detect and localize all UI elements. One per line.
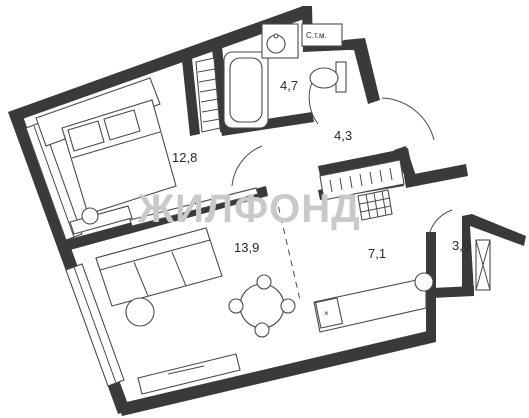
shelf-bedroom xyxy=(129,187,259,227)
wall-hall-entry xyxy=(404,164,468,188)
wardrobe-hall xyxy=(319,159,405,201)
wall-loggia xyxy=(462,214,526,294)
towel-rack xyxy=(195,57,221,133)
toilet xyxy=(309,67,339,89)
wall-top-slant xyxy=(8,6,307,122)
wall-loggia-bottom xyxy=(432,286,474,298)
stove xyxy=(314,297,344,329)
pillow-right xyxy=(103,109,141,141)
room-areas: 12,8 4,7 4,3 13,9 7,1 3,0 xyxy=(172,78,470,261)
wall-bottom xyxy=(118,330,436,416)
wall-kitchen-top xyxy=(318,148,410,176)
door-loggia xyxy=(427,209,453,241)
chair-bottom xyxy=(254,322,270,338)
door-entry xyxy=(381,97,435,141)
watermark: ЖИЛФОНД xyxy=(137,187,361,231)
pillow-left xyxy=(67,120,105,152)
hall-area: 4,3 xyxy=(334,128,352,143)
shoe-rack-grid xyxy=(359,190,392,219)
wall-bed-hall xyxy=(182,58,200,136)
bathroom-area: 4,7 xyxy=(280,78,298,93)
door-bathroom xyxy=(308,81,319,125)
desk-chair xyxy=(81,207,99,225)
bedroom-area: 12,8 xyxy=(172,150,197,165)
windows-left xyxy=(25,121,125,387)
zone-divider xyxy=(275,195,301,301)
wall-wc-right xyxy=(344,38,380,104)
wardrobe-hangers xyxy=(329,167,393,193)
loggia xyxy=(475,239,491,291)
loggia-area: 3,0 xyxy=(452,238,470,253)
living-furniture xyxy=(95,195,301,395)
door-bedroom xyxy=(231,145,263,187)
bedroom-furniture xyxy=(35,77,259,235)
towel-rack-bars xyxy=(197,68,221,123)
tv-stand xyxy=(137,353,241,395)
hall-furniture xyxy=(319,159,405,221)
chair-left xyxy=(228,298,244,314)
bathroom-fixtures: С.т.м. xyxy=(195,23,347,133)
wc-area xyxy=(301,23,343,47)
side-table xyxy=(125,297,155,327)
kitchen-area: 7,1 xyxy=(368,246,386,261)
dining-table xyxy=(239,283,285,329)
kitchen-counter xyxy=(313,277,427,333)
shoe-rack xyxy=(357,189,393,221)
stove-mark: × xyxy=(324,309,329,318)
doors xyxy=(231,81,453,241)
sofa-back xyxy=(95,227,211,271)
living-area: 13,9 xyxy=(234,240,259,255)
chair-top xyxy=(256,274,272,290)
kitchen-furniture: × xyxy=(228,272,434,338)
desk xyxy=(69,205,133,235)
chair-right xyxy=(280,298,296,314)
kitchen-sink xyxy=(414,272,434,292)
wc-label: С.т.м. xyxy=(306,31,327,40)
